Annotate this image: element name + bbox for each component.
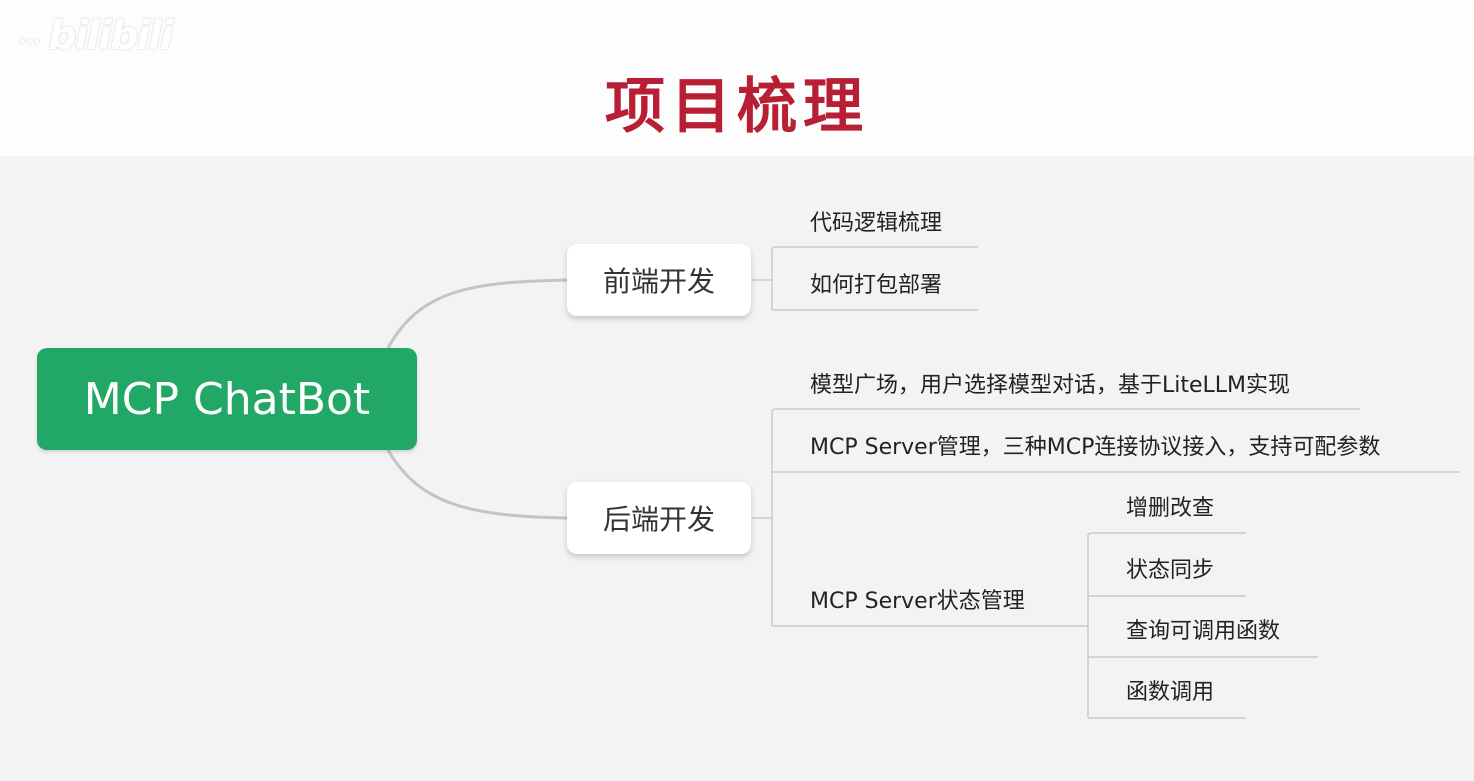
watermark-channel: ... xyxy=(18,23,41,49)
header: ... bilibili 项目梳理 xyxy=(0,0,1474,156)
root-to-frontend-connector xyxy=(386,278,568,349)
frontend-item-packaging: 如何打包部署 xyxy=(810,273,943,298)
frontend-bracket xyxy=(752,246,978,311)
root-node: MCP ChatBot xyxy=(37,348,417,450)
backend-item-model-square: 模型广场，用户选择模型对话，基于LiteLLM实现 xyxy=(810,373,1291,398)
state-item-query-functions: 查询可调用函数 xyxy=(1126,619,1281,644)
bilibili-watermark: ... bilibili xyxy=(18,13,174,59)
backend-bracket xyxy=(752,408,1460,627)
state-item-sync: 状态同步 xyxy=(1126,558,1215,583)
backend-item-server-state: MCP Server状态管理 xyxy=(810,589,1025,614)
root-to-backend-connector xyxy=(386,449,568,520)
backend-item-server-management: MCP Server管理，三种MCP连接协议接入，支持可配参数 xyxy=(810,435,1381,460)
frontend-node: 前端开发 xyxy=(567,244,751,316)
slide-title: 项目梳理 xyxy=(605,72,869,142)
backend-node: 后端开发 xyxy=(567,482,751,554)
frontend-item-code-logic: 代码逻辑梳理 xyxy=(810,211,943,236)
state-item-crud: 增删改查 xyxy=(1126,496,1215,521)
bilibili-logo-icon: bilibili xyxy=(48,13,174,59)
state-bracket xyxy=(1087,532,1318,719)
state-item-function-call: 函数调用 xyxy=(1126,680,1215,705)
